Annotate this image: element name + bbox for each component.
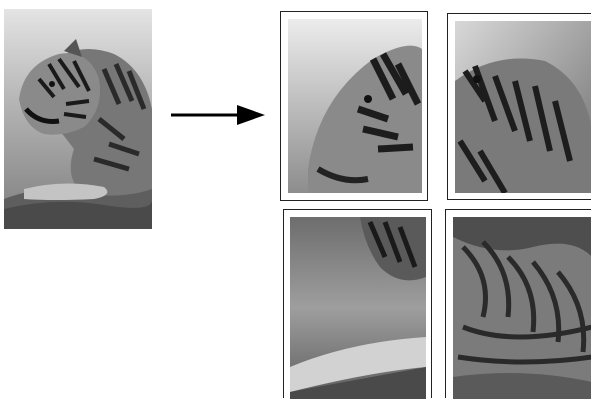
source-tiger-image xyxy=(4,9,152,229)
tile-image-tiger-paw xyxy=(290,217,426,399)
tile-image-tiger-neck xyxy=(455,21,591,193)
tiger-body-crop-icon xyxy=(453,217,591,399)
output-tile-top-right xyxy=(447,13,591,200)
tile-image-tiger-head xyxy=(288,19,422,193)
tiger-photo-icon xyxy=(4,9,152,229)
output-tile-bottom-left xyxy=(283,209,432,399)
tiger-neck-crop-icon xyxy=(455,21,591,193)
output-tile-bottom-right xyxy=(445,209,591,399)
tiger-head-crop-icon xyxy=(288,19,422,193)
right-arrow-icon xyxy=(171,105,265,125)
tile-image-tiger-body xyxy=(453,217,591,399)
output-tile-top-left xyxy=(280,11,428,201)
tiger-paw-crop-icon xyxy=(290,217,426,399)
